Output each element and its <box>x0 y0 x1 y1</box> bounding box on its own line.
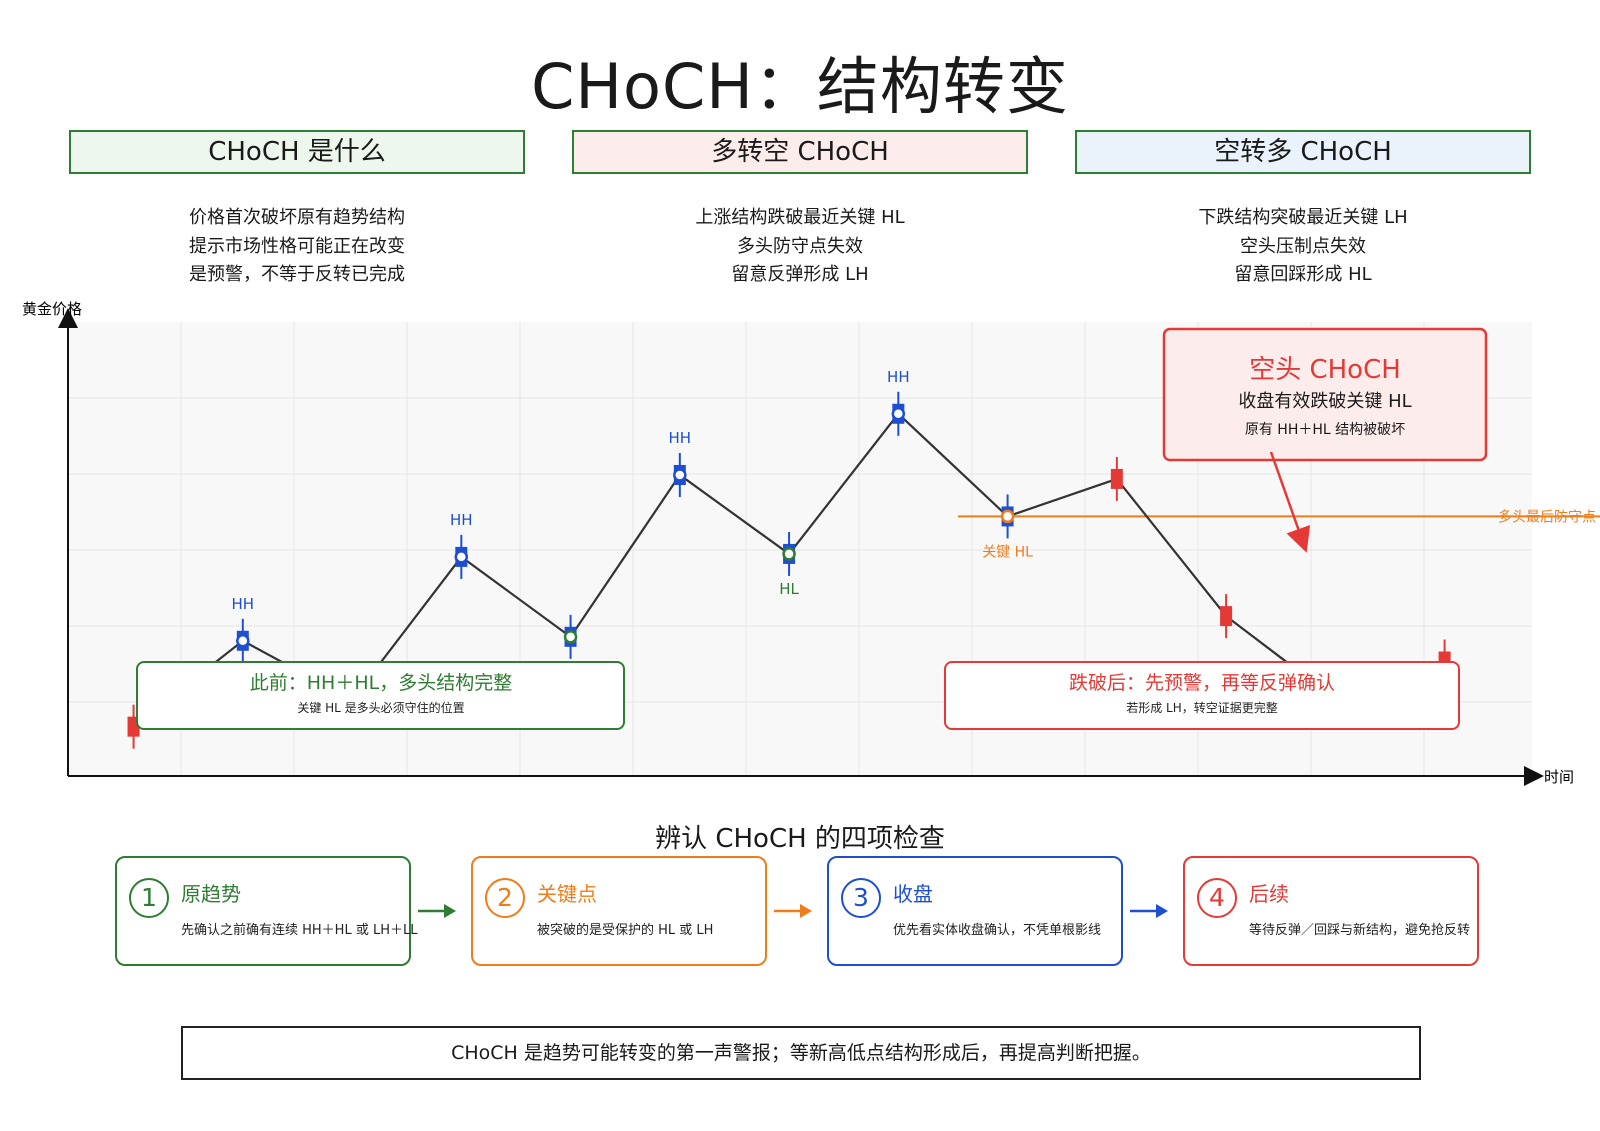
step-title: 后续 <box>1249 882 1289 906</box>
hh-point <box>891 407 906 421</box>
price-structure-chart: 黄金价格 时间 多头最后防守点 HHHHHLHHHLHH关键 HL 空头 CHo… <box>22 300 1600 786</box>
description-line: 下跌结构突破最近关键 LH <box>1198 207 1408 228</box>
key-hl-label: 关键 HL <box>982 544 1033 560</box>
step-number-badge: 1 <box>129 878 169 918</box>
header-title: 空转多 CHoCH <box>1214 137 1392 167</box>
callout-arrow <box>1269 451 1311 553</box>
note-desc: 若形成 LH，转空证据更完整 <box>1126 700 1278 715</box>
step-title: 原趋势 <box>181 882 241 906</box>
arrow-right-icon <box>418 904 456 918</box>
description-line: 多头防守点失效 <box>737 235 863 257</box>
note-after-break <box>944 661 1460 730</box>
description-line: 留意反弹形成 LH <box>731 264 869 285</box>
x-axis-label: 时间 <box>1544 768 1574 786</box>
arrow-right-icon <box>1130 904 1168 918</box>
step-title: 关键点 <box>537 882 597 906</box>
note-title: 跌破后：先预警，再等反弹确认 <box>1069 672 1335 694</box>
hh-label: HH <box>669 429 692 447</box>
description-bull-to-bear: 上涨结构跌破最近关键 HL 多头防守点失效 留意反弹形成 LH <box>572 204 1028 290</box>
check-step-original-trend: 1 原趋势 先确认之前确有连续 HH＋HL 或 LH＋LL <box>115 856 417 966</box>
arrow-right-icon <box>774 904 812 918</box>
candle-body <box>1220 606 1233 627</box>
step-number-badge: 3 <box>841 878 881 918</box>
hh-label: HH <box>887 368 910 386</box>
note-before-break <box>136 661 625 730</box>
hl-point <box>563 630 578 644</box>
hh-label: HH <box>450 511 473 529</box>
page-title: CHoCH：结构转变 <box>531 50 1069 123</box>
step-number-badge: 4 <box>1197 878 1237 918</box>
description-line: 是预警，不等于反转已完成 <box>189 264 405 285</box>
key-level-label: 多头最后防守点 <box>1498 508 1596 525</box>
check-step-follow-up: 4 后续 等待反弹／回踩与新结构，避免抢反转 <box>1183 856 1479 966</box>
step-number-badge: 2 <box>485 878 525 918</box>
header-title: 多转空 CHoCH <box>711 137 889 167</box>
description-line: 留意回踩形成 HL <box>1234 264 1372 285</box>
callout-line: 收盘有效跌破关键 HL <box>1238 391 1411 412</box>
y-axis-label: 黄金价格 <box>22 300 82 318</box>
hh-point <box>454 550 469 564</box>
hh-label: HH <box>232 595 255 613</box>
step-description: 被突破的是受保护的 HL 或 LH <box>537 923 714 938</box>
step-description: 等待反弹／回踩与新结构，避免抢反转 <box>1249 923 1471 938</box>
hl-point <box>782 547 796 561</box>
description-line: 上涨结构跌破最近关键 HL <box>695 207 905 228</box>
checklist-title: 辨认 CHoCH 的四项检查 <box>655 824 945 854</box>
summary-footer: CHoCH 是趋势可能转变的第一声警报；等新高低点结构形成后，再提高判断把握。 <box>181 1026 1421 1080</box>
step-description: 先确认之前确有连续 HH＋HL 或 LH＋LL <box>181 923 418 938</box>
description-line: 空头压制点失效 <box>1240 235 1366 257</box>
description-what-is-choch: 价格首次破坏原有趋势结构 提示市场性格可能正在改变 是预警，不等于反转已完成 <box>69 204 525 290</box>
description-line: 提示市场性格可能正在改变 <box>189 235 405 257</box>
header-title: CHoCH 是什么 <box>208 137 386 167</box>
header-what-is-choch: CHoCH 是什么 <box>69 130 525 174</box>
hh-point <box>673 468 687 482</box>
candle-body <box>1110 468 1123 489</box>
callout-title: 空头 CHoCH <box>1249 355 1401 385</box>
hl-label: HL <box>779 580 799 598</box>
description-bear-to-bull: 下跌结构突破最近关键 LH 空头压制点失效 留意回踩形成 HL <box>1075 204 1531 290</box>
bearish-choch-callout <box>1162 327 1488 462</box>
key-hl-point <box>1000 509 1015 524</box>
note-title: 此前：HH＋HL，多头结构完整 <box>250 672 512 694</box>
header-bear-to-bull: 空转多 CHoCH <box>1075 130 1531 174</box>
callout-line: 原有 HH＋HL 结构被破坏 <box>1245 422 1405 438</box>
check-step-key-point: 2 关键点 被突破的是受保护的 HL 或 LH <box>471 856 767 966</box>
hh-point <box>236 634 250 648</box>
step-description: 优先看实体收盘确认，不凭单根影线 <box>893 923 1102 938</box>
header-bull-to-bear: 多转空 CHoCH <box>572 130 1028 174</box>
step-title: 收盘 <box>893 882 933 906</box>
note-desc: 关键 HL 是多头必须守住的位置 <box>297 700 464 715</box>
check-step-close: 3 收盘 优先看实体收盘确认，不凭单根影线 <box>827 856 1123 966</box>
description-line: 价格首次破坏原有趋势结构 <box>189 207 405 228</box>
